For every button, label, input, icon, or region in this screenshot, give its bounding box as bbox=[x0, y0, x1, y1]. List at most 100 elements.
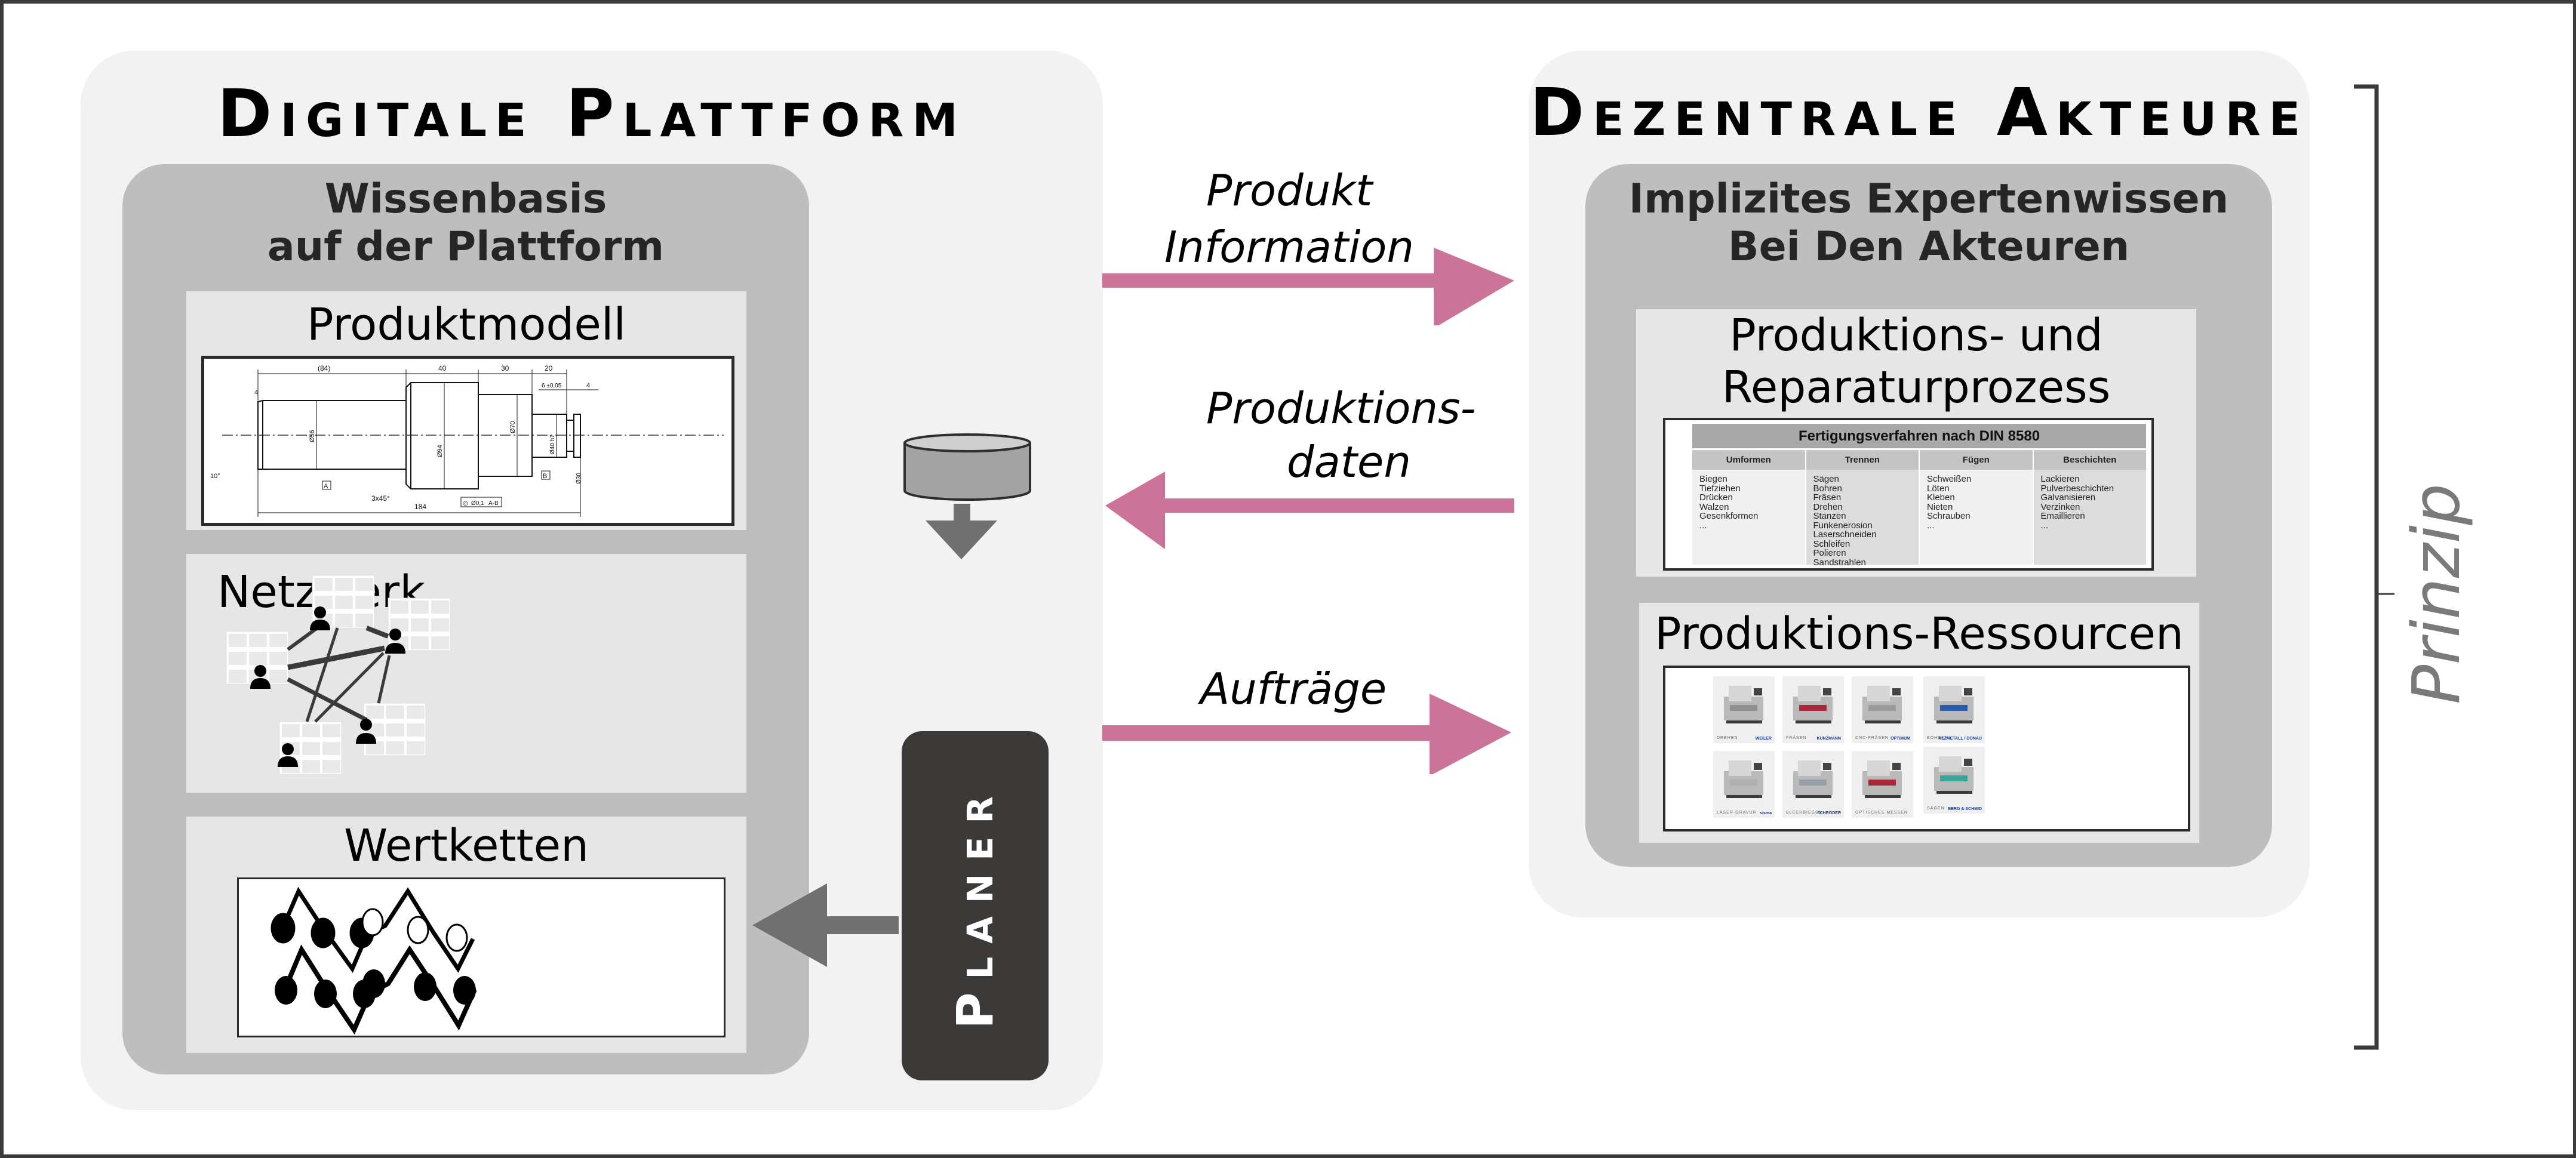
din-item: Nieten bbox=[1927, 501, 1953, 512]
down-arrow-icon bbox=[926, 521, 997, 559]
machine-brand: KUNZMANN bbox=[1816, 737, 1841, 741]
network-edge bbox=[314, 652, 385, 723]
auftraege-arrow bbox=[1102, 694, 1511, 774]
din-item: Galvanisieren bbox=[2040, 492, 2096, 503]
din-item: Schleifen bbox=[1813, 538, 1850, 549]
person-icon bbox=[356, 719, 376, 744]
chain-node-filled bbox=[362, 969, 385, 998]
planer-block[interactable]: Planer bbox=[902, 731, 1049, 1080]
machine-brand: ALZMETALL / DONAU bbox=[1938, 737, 1982, 741]
din-item: Fräsen bbox=[1813, 492, 1842, 503]
network-edge bbox=[377, 655, 391, 704]
din-item: Verzinken bbox=[2040, 501, 2080, 512]
din-item: Schweißen bbox=[1927, 474, 1972, 484]
din-item: Laserschneiden bbox=[1813, 529, 1877, 540]
network-graph bbox=[226, 575, 451, 775]
dim-40: 40 bbox=[438, 364, 447, 372]
auftraege-label: Aufträge bbox=[1200, 664, 1387, 714]
produkt-information-label-line2: Information bbox=[1164, 222, 1415, 272]
prinzip-label: Prinzip bbox=[2398, 483, 2474, 704]
prozess-title-line2: Reparaturprozess bbox=[1722, 362, 2111, 413]
machine-brand: OPTIMUM bbox=[1890, 737, 1910, 741]
datum-a: A bbox=[324, 483, 328, 490]
din-item: Stanzen bbox=[1813, 511, 1846, 521]
planer-label: Planer bbox=[946, 783, 1004, 1029]
din-item: Funkenerosion bbox=[1813, 520, 1873, 531]
person-icon bbox=[250, 665, 270, 689]
machine-icon bbox=[1862, 760, 1902, 798]
tol-frame-value: Ø0,1 bbox=[471, 500, 484, 507]
datum-b: B bbox=[543, 473, 547, 480]
dezentrale-akteure-title: Dezentrale Akteure bbox=[1529, 74, 2309, 150]
machine-icon bbox=[1934, 756, 1974, 794]
network-edge bbox=[287, 645, 385, 670]
dim-tolerance: 6 ±0,05 bbox=[542, 383, 562, 389]
din-item: ... bbox=[1927, 520, 1935, 531]
network-edge bbox=[287, 677, 368, 722]
dim-184: 184 bbox=[414, 503, 426, 511]
din-item: Lackieren bbox=[2040, 474, 2080, 484]
tol-frame-symbol: ◎ bbox=[463, 500, 468, 507]
machine-label: DREHEN bbox=[1717, 736, 1738, 740]
din-item: Drücken bbox=[1699, 492, 1733, 503]
produkt-information-arrow bbox=[1102, 248, 1514, 325]
din-item: ... bbox=[2040, 520, 2049, 531]
machine-label: OPTISCHES MESSEN bbox=[1855, 811, 1908, 815]
din-item: Pulverbeschichten bbox=[2040, 483, 2114, 494]
din-item: Emaillieren bbox=[2040, 511, 2085, 521]
machine-label: BOHREN bbox=[1927, 736, 1948, 740]
chain-node-filled bbox=[275, 976, 297, 1005]
produktmodell-title: Produktmodell bbox=[306, 299, 626, 350]
technical-drawing: (84) 40 30 20 184 3x45° A B 4 4 6 ±0,05 … bbox=[201, 356, 734, 526]
din-item: Gesenkformen bbox=[1699, 511, 1759, 521]
dim-4-right: 4 bbox=[586, 382, 590, 389]
din-table-title: Fertigungsverfahren nach DIN 8580 bbox=[1692, 424, 2146, 448]
prozess-title-line1: Produktions- und bbox=[1729, 310, 2103, 361]
dim-chamfer: 3x45° bbox=[371, 494, 390, 503]
dim-84: (84) bbox=[318, 364, 330, 372]
wertketten-title: Wertketten bbox=[344, 820, 589, 871]
expertenwissen-title-line2: Bei Den Akteuren bbox=[1727, 223, 2130, 270]
chain-node-filled bbox=[314, 980, 337, 1008]
prinzip-bracket bbox=[2354, 84, 2394, 1050]
machine-icon bbox=[1934, 686, 1974, 723]
produktmodell-box: Produktmodell bbox=[186, 291, 746, 530]
dim-4-left: 4 bbox=[254, 389, 258, 396]
wissenbasis-title-line1: Wissenbasis bbox=[324, 175, 607, 223]
machine-icon bbox=[1724, 760, 1763, 798]
din-8580-table: Fertigungsverfahren nach DIN 8580 Umform… bbox=[1692, 424, 2146, 568]
din-item: Walzen bbox=[1699, 501, 1729, 512]
wertketten-box: Wertketten bbox=[186, 817, 746, 1053]
tol-frame-datum: A-B bbox=[488, 500, 499, 507]
chain-node-filled bbox=[270, 913, 296, 944]
network-edge bbox=[305, 627, 339, 722]
machine-tile: OPTISCHES MESSEN bbox=[1852, 751, 1913, 818]
din-item: ... bbox=[1699, 520, 1707, 531]
wissenbasis-title-line2: auf der Plattform bbox=[267, 223, 665, 270]
din-item: Tiefziehen bbox=[1699, 483, 1741, 494]
dia-70: Ø70 bbox=[509, 421, 517, 433]
person-icon bbox=[385, 629, 405, 654]
machine-brand: sisma bbox=[1760, 811, 1772, 815]
chain-node-open bbox=[407, 916, 429, 944]
machine-label: SÄGEN bbox=[1927, 806, 1945, 811]
dim-30: 30 bbox=[501, 364, 509, 372]
chain-node-open bbox=[361, 908, 384, 937]
produktionsdaten-arrow bbox=[1105, 472, 1514, 549]
chain-node-open bbox=[445, 923, 468, 952]
dim-20: 20 bbox=[545, 364, 553, 372]
din-item: Sandstrahlen bbox=[1813, 557, 1866, 568]
machine-icon bbox=[1724, 686, 1763, 723]
down-arrow-shaft bbox=[954, 504, 970, 522]
network-edge bbox=[365, 626, 389, 639]
